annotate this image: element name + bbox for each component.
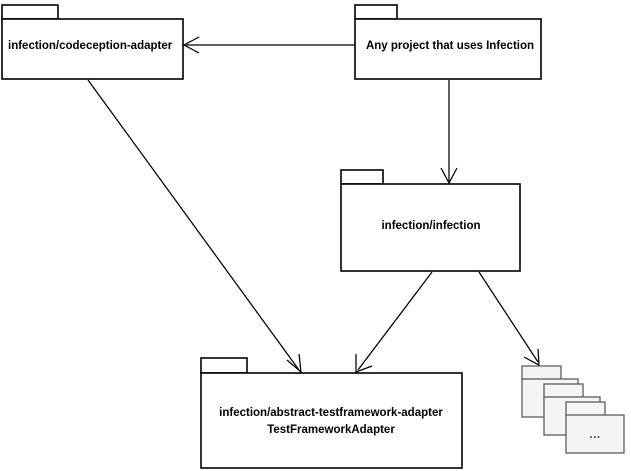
package-tab — [543, 383, 584, 399]
edge-layer — [87, 36, 540, 374]
edge-line — [87, 79, 300, 371]
arrowhead-open — [286, 353, 302, 374]
package-tab — [200, 357, 248, 374]
package-any-project[interactable]: Any project that uses Infection — [354, 4, 542, 80]
package-infection-infection[interactable]: infection/infection — [340, 169, 521, 272]
arrowhead-open — [440, 167, 458, 185]
edge-any-project-to-codeception-adapter[interactable] — [182, 36, 355, 54]
package-label-line-1: infection/abstract-testframework-adapter — [219, 407, 443, 419]
edge-infection-to-abstract-adapter[interactable] — [355, 271, 433, 373]
edge-line — [357, 271, 433, 371]
package-body — [200, 372, 463, 469]
edge-codeception-adapter-to-abstract-adapter[interactable] — [87, 79, 302, 374]
package-tab — [1, 4, 59, 20]
package-tab — [340, 169, 384, 185]
package-tab — [521, 365, 562, 381]
package-body — [354, 18, 542, 80]
edge-any-project-to-infection[interactable] — [440, 80, 458, 185]
edge-infection-to-other-adapters[interactable] — [478, 271, 540, 367]
package-body — [340, 183, 521, 272]
package-tab — [565, 401, 606, 417]
package-body — [1, 18, 184, 80]
package-abstract-testframework-adapter[interactable]: infection/abstract-testframework-adapter… — [200, 357, 463, 469]
package-label: Any project that uses Infection — [366, 40, 534, 52]
arrowhead-open — [355, 354, 373, 373]
edge-line — [478, 271, 539, 363]
package-label: infection/codeception-adapter — [8, 40, 173, 52]
stack-ellipsis-label: ... — [589, 427, 601, 441]
package-tab — [354, 4, 398, 20]
stack-item-3[interactable]: ... — [565, 401, 625, 454]
other-adapters-stack[interactable]: ... — [521, 365, 625, 454]
package-body — [565, 414, 625, 454]
package-label: infection/infection — [381, 220, 480, 232]
arrowhead-open — [523, 348, 540, 367]
arrowhead-open — [182, 36, 200, 54]
package-label-line-2: TestFrameworkAdapter — [267, 424, 395, 436]
package-codeception-adapter[interactable]: infection/codeception-adapter — [1, 4, 184, 80]
